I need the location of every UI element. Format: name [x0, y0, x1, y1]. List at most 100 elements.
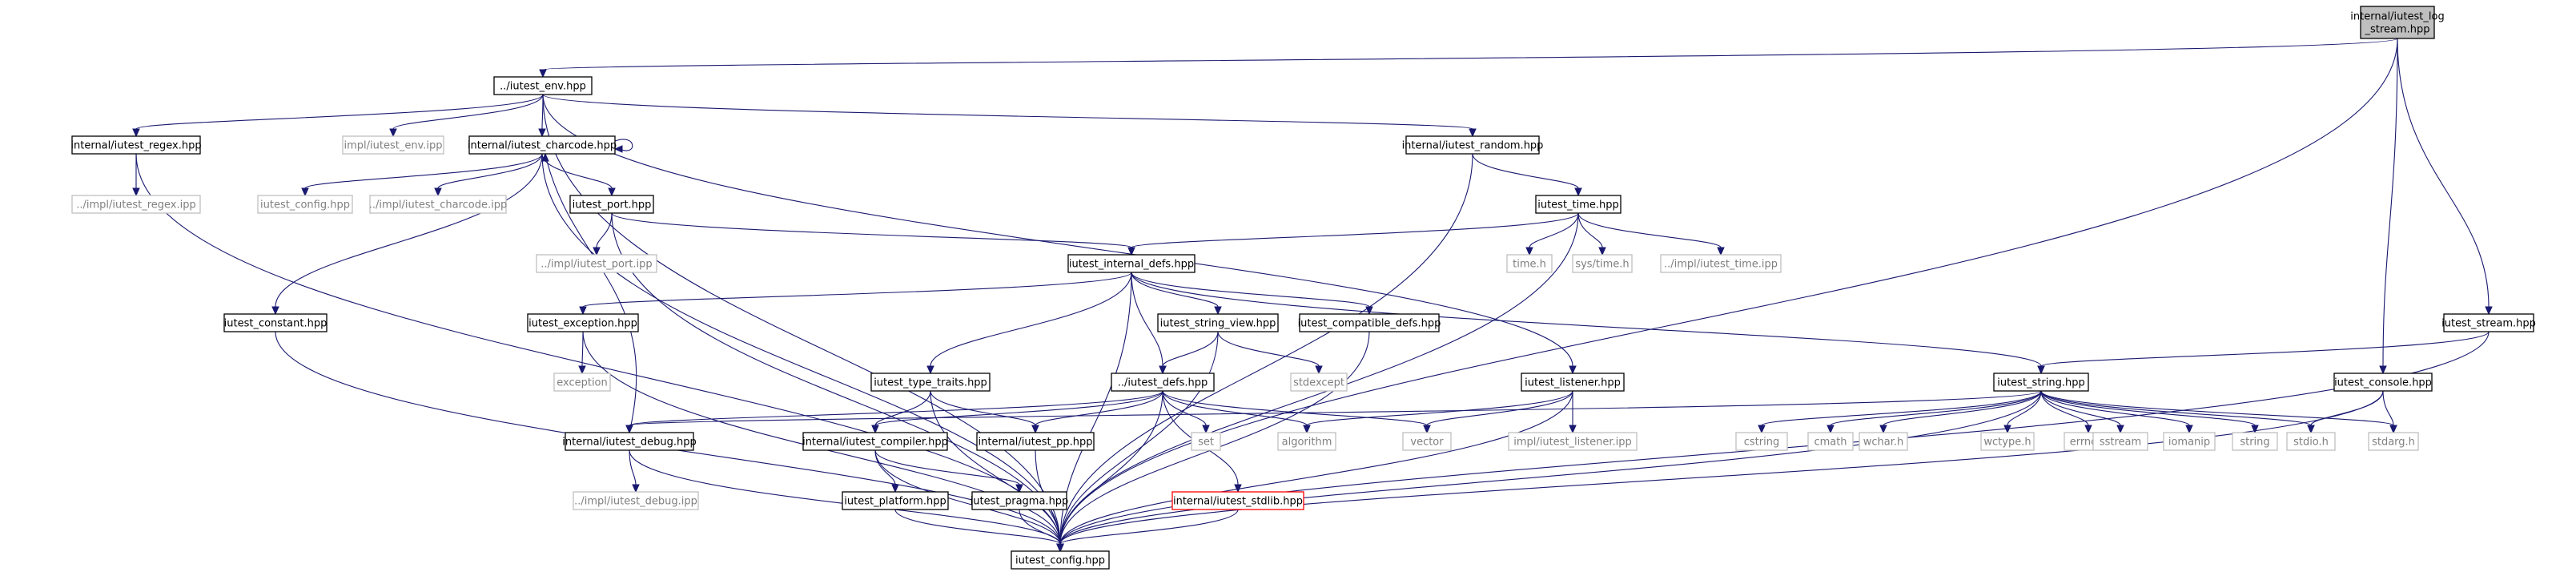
node-box — [1299, 313, 1440, 332]
node-box — [842, 491, 949, 510]
node-label: sys/time.h — [1575, 259, 1629, 271]
graph-node-exception[interactable]: iutest_exception.hpp — [527, 313, 639, 332]
graph-node-compat_defs[interactable]: iutest_compatible_defs.hpp — [1298, 313, 1441, 332]
edge-charcode-to-port — [541, 153, 616, 197]
graph-node-string_view[interactable]: iutest_string_view.hpp — [1157, 313, 1279, 332]
edge-line — [2040, 390, 2394, 426]
graph-node-regex[interactable]: internal/iutest_regex.hpp — [70, 135, 202, 155]
edge-arrowhead — [1469, 128, 1477, 138]
graph-node-defs[interactable]: ../iutest_defs.hpp — [1111, 373, 1215, 392]
edge-string-to-iomanip — [2040, 390, 2193, 434]
node-box — [2443, 313, 2534, 332]
graph-node-config[interactable]: iutest_config.hpp — [1011, 550, 1110, 570]
graph-node-time[interactable]: iutest_time.hpp — [1535, 195, 1622, 214]
edge-line — [135, 94, 544, 130]
node-layer: internal/iutest_log_stream.hpp ../iutest_… — [70, 6, 2536, 570]
graph-node-random[interactable]: internal/iutest_random.hpp — [1402, 135, 1544, 155]
graph-node-stream[interactable]: iutest_stream.hpp — [2441, 313, 2536, 332]
graph-node-pp[interactable]: internal/iutest_pp.hpp — [976, 432, 1095, 451]
edge-arrowhead — [2389, 425, 2397, 434]
edge-root-to-console — [2379, 38, 2398, 375]
graph-node-compiler[interactable]: internal/iutest_compiler.hpp — [802, 432, 948, 451]
edge-line — [930, 272, 1132, 367]
graph-node-type_traits[interactable]: iutest_type_traits.hpp — [870, 373, 991, 392]
edge-line — [1131, 272, 1370, 308]
graph-node-platform[interactable]: iutest_platform.hpp — [842, 491, 949, 510]
edge-debug-to-charcode — [541, 152, 637, 433]
edge-arrowhead — [1031, 425, 1039, 434]
edge-line — [541, 153, 1061, 545]
node-box — [257, 195, 353, 214]
node-box — [565, 432, 694, 451]
node-box — [2163, 432, 2216, 451]
edge-charcode-to-charcode — [613, 139, 633, 153]
edge-arrowhead — [301, 187, 309, 197]
edge-env-to-random — [542, 94, 1477, 138]
edge-arrowhead — [2379, 365, 2387, 375]
edge-internal_defs-to-exception — [579, 272, 1132, 316]
graph-node-pragma[interactable]: iutest_pragma.hpp — [971, 491, 1069, 510]
node-label: ../iutest_env.hpp — [500, 81, 586, 93]
edge-compiler-to-pragma — [874, 449, 1023, 493]
node-label: iutest_listener.hpp — [1525, 377, 1621, 389]
edge-time-to-time_ipp — [1577, 212, 1725, 256]
edge-line — [2310, 390, 2384, 426]
edge-string-to-wchar — [1879, 390, 2042, 434]
node-box — [2092, 432, 2148, 451]
node-box — [1807, 432, 1854, 451]
graph-node-root[interactable]: internal/iutest_log_stream.hpp — [2350, 6, 2445, 39]
edge-string_view-to-stdexcept — [1217, 331, 1323, 375]
node-label: iutest_port.hpp — [573, 199, 652, 211]
edge-arrowhead — [1423, 425, 1431, 434]
node-box — [1011, 550, 1110, 570]
edge-arrowhead — [271, 306, 279, 316]
edge-console-to-stdio — [2307, 390, 2384, 434]
edge-line — [874, 390, 1163, 426]
edge-defs-to-debug — [625, 390, 1163, 434]
graph-node-string[interactable]: iutest_string.hpp — [1993, 373, 2089, 392]
node-box — [870, 373, 991, 392]
edge-string-to-wctype — [2003, 390, 2042, 434]
edge-arrowhead — [538, 128, 546, 138]
graph-node-env[interactable]: ../iutest_env.hpp — [493, 76, 593, 95]
graph-node-listener[interactable]: iutest_listener.hpp — [1521, 373, 1625, 392]
node-label: iutest_pragma.hpp — [971, 496, 1069, 508]
edge-arrowhead — [539, 69, 547, 79]
edge-env-to-regex — [132, 94, 544, 138]
graph-node-sstream: sstream — [2092, 432, 2148, 451]
graph-node-charcode[interactable]: internal/iutest_charcode.hpp — [468, 135, 617, 155]
node-box — [342, 135, 444, 155]
graph-node-time_h: time.h — [1506, 254, 1553, 273]
graph-node-stdlib[interactable]: internal/iutest_stdlib.hpp — [1171, 491, 1304, 510]
node-box — [1735, 432, 1788, 451]
node-box — [553, 373, 611, 392]
node-box — [1157, 313, 1279, 332]
node-label: internal/iutest_charcode.hpp — [468, 140, 617, 152]
edge-env-to-env_ipp — [389, 94, 544, 138]
edge-line — [542, 94, 1061, 545]
graph-node-console[interactable]: iutest_console.hpp — [2333, 373, 2433, 392]
edge-time-to-systime — [1577, 212, 1606, 256]
edge-line — [611, 212, 1132, 248]
node-label: iutest_compatible_defs.hpp — [1298, 318, 1441, 330]
node-label: stdarg.h — [2372, 437, 2415, 449]
graph-node-cstring: cstring — [1735, 432, 1788, 451]
node-box — [369, 195, 507, 214]
node-label: set — [1198, 437, 1214, 449]
edge-arrowhead — [1015, 484, 1023, 493]
edge-line — [1131, 212, 1579, 248]
edge-arrowhead — [608, 187, 616, 197]
edge-arrowhead — [613, 145, 623, 153]
graph-node-internal_defs[interactable]: iutest_internal_defs.hpp — [1067, 254, 1196, 273]
graph-node-debug[interactable]: internal/iutest_debug.hpp — [562, 432, 697, 451]
edge-charcode-to-config_h — [301, 153, 543, 197]
node-box — [1859, 432, 1908, 451]
graph-node-port[interactable]: iutest_port.hpp — [569, 195, 654, 214]
edge-listener-to-vector — [1423, 390, 1573, 434]
node-box — [527, 313, 639, 332]
graph-node-stdio: stdio.h — [2286, 432, 2336, 451]
graph-node-constant[interactable]: iutest_constant.hpp — [223, 313, 328, 332]
node-label: ../iutest_defs.hpp — [1118, 377, 1208, 389]
node-label: iutest_constant.hpp — [224, 318, 328, 330]
